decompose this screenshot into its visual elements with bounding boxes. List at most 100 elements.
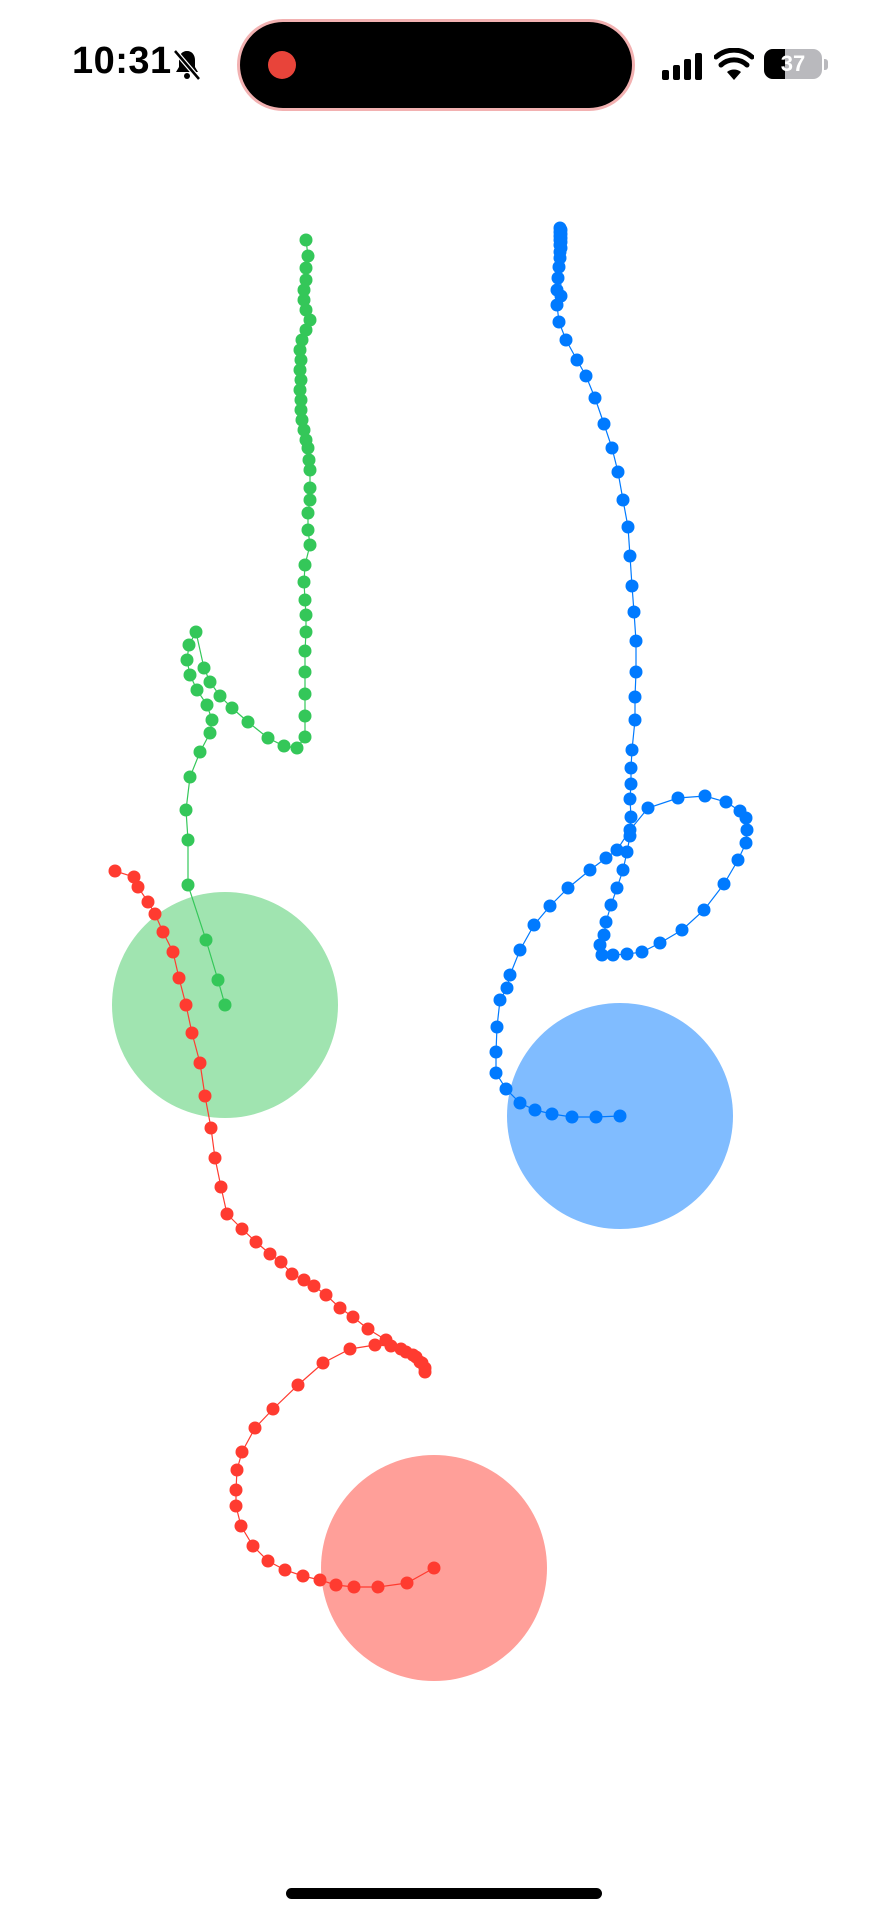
green-trace-point bbox=[261, 731, 275, 745]
blue-trace-point bbox=[624, 810, 638, 824]
red-trace-point bbox=[185, 1026, 199, 1040]
blue-trace-point bbox=[623, 829, 637, 843]
blue-trace-point bbox=[605, 441, 619, 455]
red-trace-point bbox=[234, 1519, 248, 1533]
red-trace-point bbox=[400, 1576, 414, 1590]
red-trace-point bbox=[235, 1222, 249, 1236]
green-trace-point bbox=[293, 383, 307, 397]
battery-cap bbox=[824, 59, 828, 70]
green-trace-point bbox=[299, 273, 313, 287]
green-trace-point bbox=[181, 878, 195, 892]
blue-trace-point bbox=[620, 845, 634, 859]
green-trace-point bbox=[293, 343, 307, 357]
green-trace-point bbox=[218, 998, 232, 1012]
green-trace-point bbox=[200, 698, 214, 712]
battery-fill bbox=[764, 49, 786, 79]
blue-trace-point bbox=[559, 333, 573, 347]
green-trace-point bbox=[225, 701, 239, 715]
red-trace-point bbox=[347, 1580, 361, 1594]
blue-trace-point bbox=[554, 289, 568, 303]
green-trace-point bbox=[301, 523, 315, 537]
blue-trace-point bbox=[629, 665, 643, 679]
red-trace-point bbox=[291, 1378, 305, 1392]
home-indicator[interactable] bbox=[286, 1888, 602, 1899]
blue-trace-point bbox=[552, 315, 566, 329]
red-trace-point bbox=[229, 1483, 243, 1497]
green-trace-point bbox=[179, 803, 193, 817]
red-trace-point bbox=[204, 1121, 218, 1135]
green-trace-point bbox=[299, 261, 313, 275]
green-trace-point bbox=[298, 593, 312, 607]
green-trace-point bbox=[183, 668, 197, 682]
red-trace-point bbox=[249, 1235, 263, 1249]
blue-trace-line bbox=[495, 227, 748, 1118]
green-trace-point bbox=[293, 363, 307, 377]
green-trace-point bbox=[297, 283, 311, 297]
blue-trace-point bbox=[543, 899, 557, 913]
blue-trace-point bbox=[513, 943, 527, 957]
blue-trace-point bbox=[579, 369, 593, 383]
blue-trace-point bbox=[606, 948, 620, 962]
blue-trace-point bbox=[610, 843, 624, 857]
recording-dot-icon bbox=[268, 51, 296, 79]
blue-trace-point bbox=[625, 579, 639, 593]
blue-trace-point bbox=[625, 743, 639, 757]
red-trace-point bbox=[379, 1333, 393, 1347]
red-trace-point bbox=[418, 1365, 432, 1379]
red-trace-point bbox=[208, 1151, 222, 1165]
blue-trace-point bbox=[489, 1066, 503, 1080]
blue-trace-point bbox=[635, 945, 649, 959]
red-trace-point bbox=[361, 1322, 375, 1336]
red-trace-point bbox=[371, 1580, 385, 1594]
blue-trace-point bbox=[628, 713, 642, 727]
red-trace-point bbox=[131, 880, 145, 894]
green-trace-point bbox=[301, 249, 315, 263]
blue-trace-point bbox=[698, 789, 712, 803]
blue-trace-point bbox=[493, 993, 507, 1007]
red-trace-point bbox=[319, 1288, 333, 1302]
blue-trace-point bbox=[604, 898, 618, 912]
green-trace-point bbox=[189, 625, 203, 639]
blue-trace-point bbox=[671, 791, 685, 805]
red-trace-point bbox=[368, 1338, 382, 1352]
green-trace-point bbox=[297, 575, 311, 589]
blue-trace-point bbox=[553, 221, 567, 235]
red-trace-point bbox=[193, 1056, 207, 1070]
red-trace-point bbox=[156, 925, 170, 939]
blue-trace-point bbox=[610, 881, 624, 895]
red-trace-point bbox=[307, 1279, 321, 1293]
green-trace-point bbox=[299, 608, 313, 622]
red-trace-point bbox=[166, 945, 180, 959]
blue-trace-point bbox=[499, 1082, 513, 1096]
blue-trace-point bbox=[616, 493, 630, 507]
blue-trace-point bbox=[593, 938, 607, 952]
green-trace-point bbox=[303, 481, 317, 495]
blue-trace-point bbox=[503, 968, 517, 982]
blue-trace-point bbox=[613, 1109, 627, 1123]
red-trace-point bbox=[261, 1554, 275, 1568]
blue-trace-point bbox=[623, 549, 637, 563]
red-trace-point bbox=[148, 907, 162, 921]
red-trace-point bbox=[296, 1569, 310, 1583]
red-trace-point bbox=[406, 1348, 420, 1362]
green-trace-point bbox=[298, 665, 312, 679]
red-trace-point bbox=[394, 1342, 408, 1356]
green-trace-point bbox=[298, 709, 312, 723]
green-trace-point bbox=[299, 433, 313, 447]
red-trace-point bbox=[333, 1301, 347, 1315]
blue-trace-point bbox=[611, 465, 625, 479]
green-trace-point bbox=[203, 675, 217, 689]
blue-trace-point bbox=[500, 981, 514, 995]
blue-trace-point bbox=[641, 801, 655, 815]
blue-trace-point bbox=[719, 795, 733, 809]
red-trace-point bbox=[127, 870, 141, 884]
green-trace-point bbox=[299, 303, 313, 317]
red-trace-point bbox=[316, 1356, 330, 1370]
green-trace-point bbox=[303, 493, 317, 507]
blue-trace-point bbox=[731, 853, 745, 867]
battery-level: 37 bbox=[780, 51, 806, 76]
blue-trace-point bbox=[528, 1103, 542, 1117]
red-trace-point bbox=[141, 895, 155, 909]
green-trace-point bbox=[303, 463, 317, 477]
